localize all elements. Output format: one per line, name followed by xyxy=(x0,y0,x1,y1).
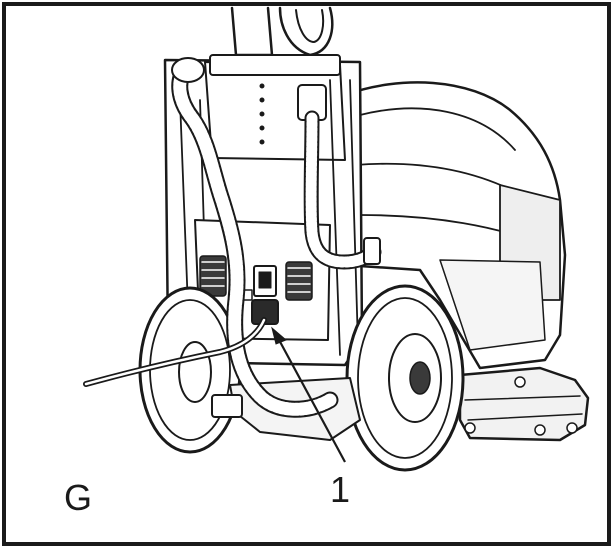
drain-hose-clip xyxy=(363,237,381,265)
squeegee-bolt xyxy=(566,422,578,434)
top-bracket xyxy=(209,54,341,76)
caster-block xyxy=(211,394,243,418)
squeegee-bolt xyxy=(514,376,526,388)
socket-inner xyxy=(258,271,272,289)
drain-hose-right-inner xyxy=(305,112,380,268)
callout-leader-line xyxy=(277,337,346,463)
scrubber-machine xyxy=(83,6,590,472)
rear-wheel-right-tread xyxy=(357,297,453,459)
callout-number-label: 1 xyxy=(330,469,350,510)
squeegee-bolt xyxy=(464,422,476,434)
rear-wheel-right-hub xyxy=(409,361,431,395)
tank-lower-skirt xyxy=(439,259,546,351)
vacuum-hose-left-inner xyxy=(173,61,337,416)
vent-slats xyxy=(201,261,311,293)
charging-cable-highlight xyxy=(84,318,266,386)
handle-inner xyxy=(295,9,325,43)
plate-hole xyxy=(259,83,265,89)
handle-loop-left xyxy=(230,6,274,57)
squeegee-bolt xyxy=(534,424,546,436)
squeegee-base xyxy=(458,366,590,442)
frame-right-post xyxy=(329,79,359,356)
squeegee-edge xyxy=(464,395,583,421)
plate-hole xyxy=(259,97,265,103)
rear-wheel-left-hub xyxy=(178,341,212,403)
hose-cuff-top xyxy=(171,57,205,83)
callout-arrowhead xyxy=(271,326,287,345)
vent-right xyxy=(285,261,313,301)
plate-hole xyxy=(259,125,265,131)
plate-hole xyxy=(259,111,265,117)
panel-letter-label: G xyxy=(64,477,92,518)
plate-hole xyxy=(259,139,265,145)
